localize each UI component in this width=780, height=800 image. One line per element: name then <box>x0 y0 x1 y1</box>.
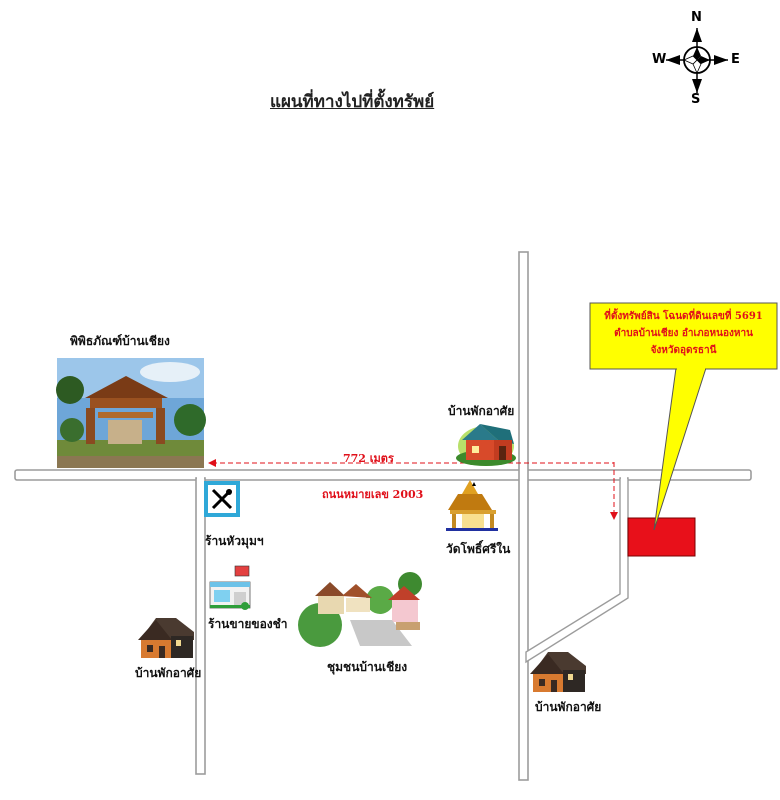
lodging-right-label: บ้านพักอาศัย <box>535 700 602 714</box>
route-line <box>208 459 618 520</box>
compass-s: S <box>691 92 701 107</box>
map-title: แผนที่ทางไปที่ตั้งทรัพย์ <box>270 92 435 112</box>
temple-icon <box>446 480 498 531</box>
lodging-left-label: บ้านพักอาศัย <box>135 666 202 680</box>
compass-e: E <box>731 52 740 67</box>
grocery-label: ร้านขายของชำ <box>208 617 288 631</box>
callout-pointer <box>653 367 707 531</box>
road-label: ถนนหมายเลข 2003 <box>322 488 424 501</box>
route-arrow-left <box>208 459 216 467</box>
property-marker <box>627 517 696 557</box>
callout-line-2: ตำบลบ้านเชียง อำเภอหนองหาน <box>614 328 753 339</box>
callout-box <box>589 302 778 370</box>
compass-rose-icon <box>666 28 728 93</box>
compass-w: W <box>652 52 667 67</box>
temple-label: วัดโพธิ์ศรีใน <box>446 542 511 556</box>
compass-n: N <box>691 10 702 25</box>
route-arrow-down <box>610 512 618 520</box>
center-road <box>518 251 529 781</box>
community-label: ชุมชนบ้านเชียง <box>327 660 408 674</box>
restaurant-icon <box>204 481 240 517</box>
museum-label: พิพิธภัณฑ์บ้านเชียง <box>70 334 170 348</box>
roads <box>14 251 752 781</box>
house-icon-left <box>138 618 194 658</box>
distance-label: 772 เมตร <box>343 452 394 465</box>
callout-line-3: จังหวัดอุดรธานี <box>650 345 717 356</box>
callout-line-1: ที่ตั้งทรัพย์สิน โฉนดที่ดินเลขที่ 5691 <box>604 311 763 322</box>
house-icon-top <box>456 424 516 466</box>
restaurant-label: ร้านหัวมุมฯ <box>205 534 264 548</box>
lodging-top-label: บ้านพักอาศัย <box>448 404 515 418</box>
right-branch-road <box>525 477 629 664</box>
museum-photo <box>56 358 206 468</box>
grocery-store-icon <box>209 565 251 610</box>
community-illustration <box>298 572 422 647</box>
house-icon-right <box>530 652 586 692</box>
main-road <box>14 469 752 481</box>
property-callout: ที่ตั้งทรัพย์สิน โฉนดที่ดินเลขที่ 5691 ต… <box>592 308 775 359</box>
left-road <box>195 477 206 775</box>
